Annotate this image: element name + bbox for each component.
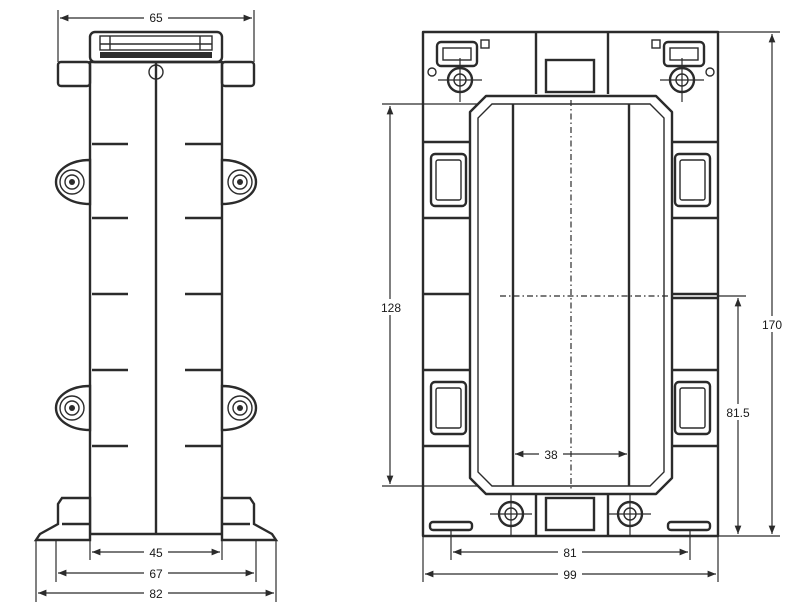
side-nut-icon [54,158,258,432]
dim-front-mount-spacing: 81 [450,530,691,560]
dim-side-top: 65 [57,10,255,62]
mounting-bolt-icon [651,39,715,102]
dim-side-overall: 82 [35,540,277,602]
mounting-slot [428,520,474,532]
dim-front-overall-width: 99 [422,536,719,582]
dim-side-mid: 67 [55,540,257,582]
bottom-bolt-icon [490,494,651,536]
bottom-terminal-block [544,496,596,532]
dim-label-82: 82 [149,587,163,601]
dim-label-128: 128 [381,301,401,315]
side-feet [33,496,279,542]
bus-bars [511,100,631,490]
dim-label-67: 67 [149,567,163,581]
dim-label-170: 170 [762,318,782,332]
side-clip-icon [429,152,712,436]
dim-label-81-5: 81.5 [726,406,750,420]
dim-front-inner-height: 128 [376,103,478,487]
front-housing [421,30,720,538]
dim-label-38: 38 [544,448,558,462]
mounting-bolt-icon [427,39,490,102]
front-view: 128 38 170 81.5 81 [376,30,787,582]
dim-side-inner: 45 [89,540,223,560]
primary-window [468,94,674,496]
dim-label-65: 65 [149,11,163,25]
mounting-slot [666,520,712,532]
dim-front-window: 38 [515,446,627,462]
dim-label-99: 99 [563,568,577,582]
dim-label-81: 81 [563,546,577,560]
side-ribs [92,142,221,448]
top-terminal-block [544,58,596,94]
dim-label-45: 45 [149,546,163,560]
side-view: 65 45 67 82 [33,10,279,602]
dim-front-overall-height: 170 [718,31,787,537]
dim-front-center: 81.5 [718,295,754,534]
front-side-segments [423,140,718,448]
